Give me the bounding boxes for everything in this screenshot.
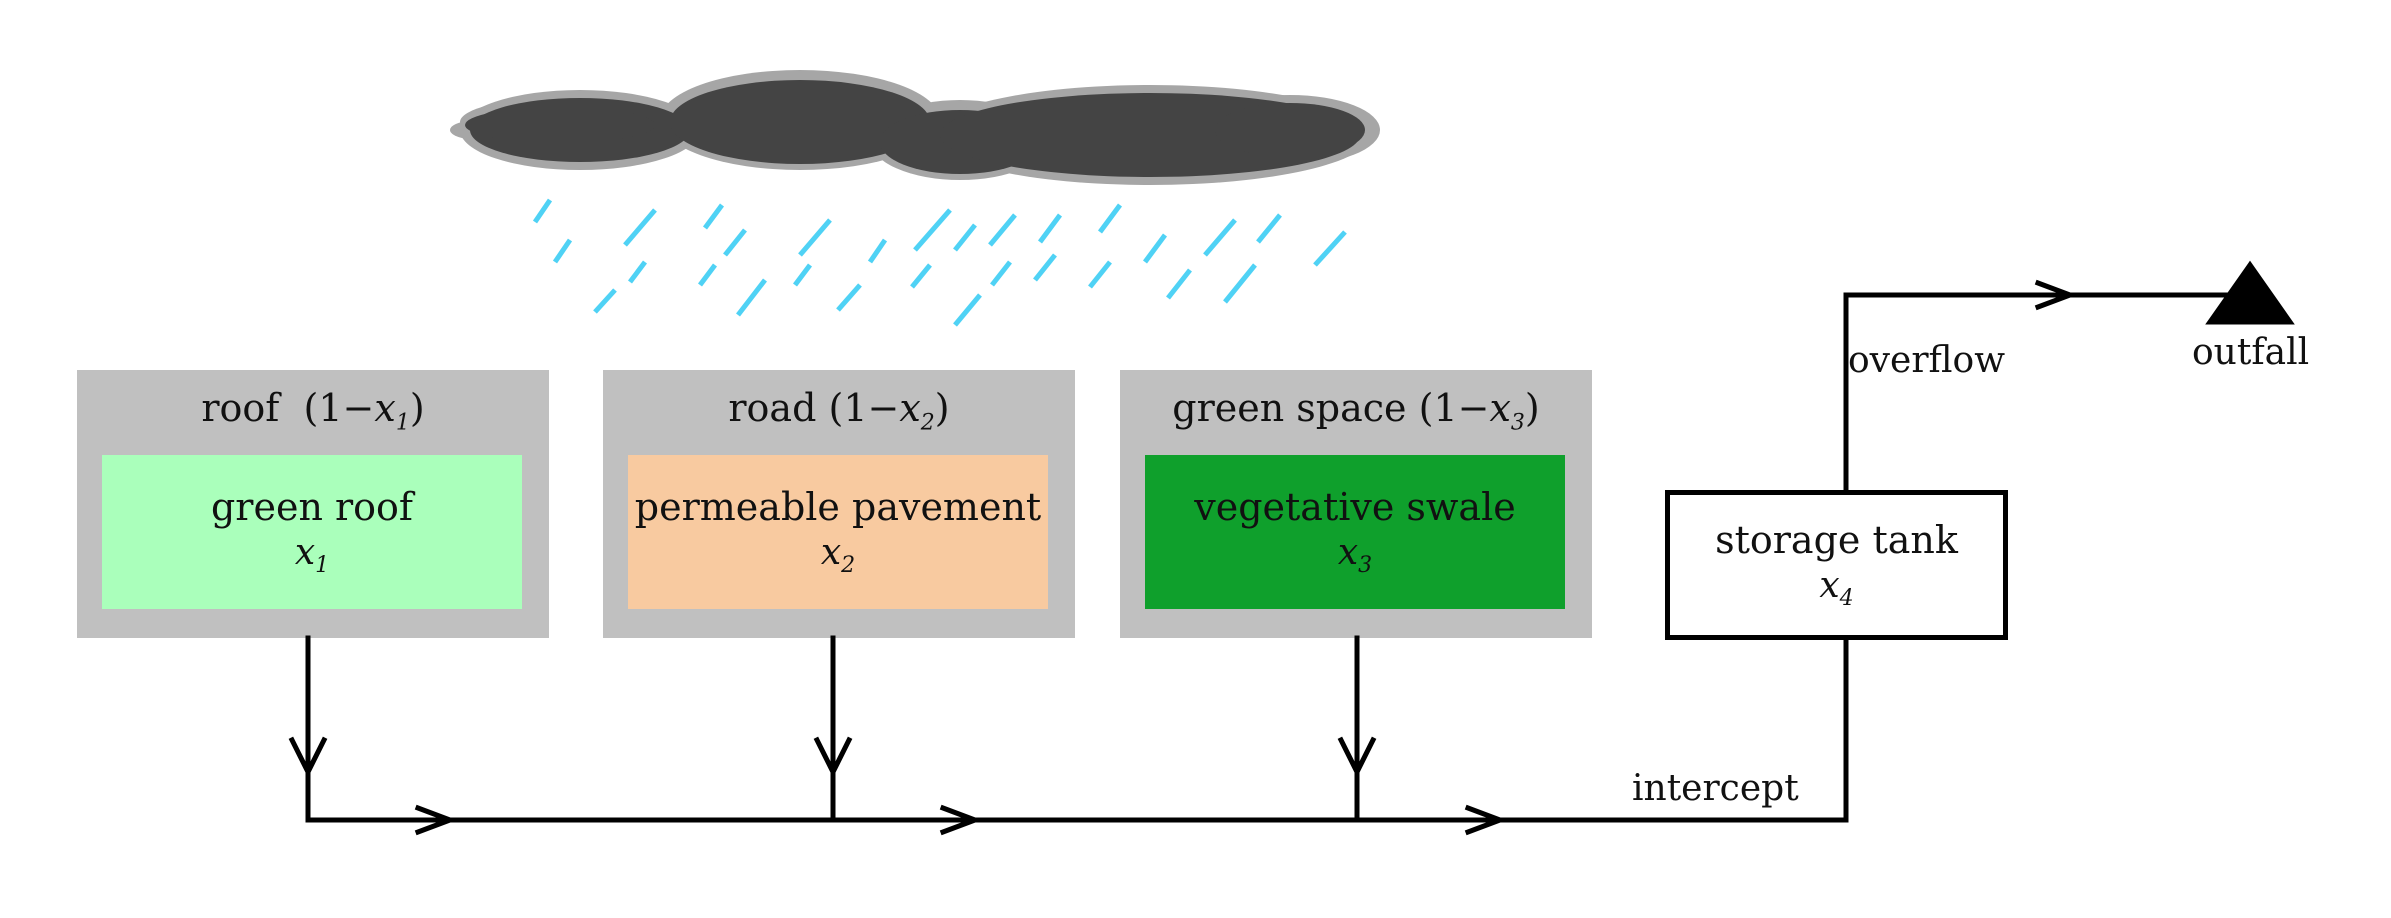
overflow-arrow-icon xyxy=(2034,279,2078,311)
cloud-icon xyxy=(450,70,1380,185)
permeable-pavement-box: permeable pavement x2 xyxy=(628,455,1048,609)
outfall-icon xyxy=(2205,260,2295,325)
green-roof-var-letter: x xyxy=(294,531,316,573)
storage-tank-var-sub: 4 xyxy=(1839,585,1854,611)
green-space-title-var: x xyxy=(1489,386,1511,430)
green-space-title: green space (1−x3) xyxy=(1120,386,1592,436)
road-title-suffix: ) xyxy=(934,386,950,430)
collector-arrow-3-icon xyxy=(1464,804,1508,836)
storage-tank-var: x4 xyxy=(1819,564,1853,613)
road-title-label: road xyxy=(728,386,817,430)
roof-down-arrow-icon xyxy=(288,736,328,778)
green-space-title-suffix: ) xyxy=(1524,386,1540,430)
road-title-var: x xyxy=(899,386,921,430)
roof-title-suffix: ) xyxy=(409,386,425,430)
green-space-box: green space (1−x3) vegetative swale x3 xyxy=(1120,370,1592,638)
overflow-label: overflow xyxy=(1848,340,2006,381)
roof-box: roof (1−x1) green roof x1 xyxy=(77,370,549,638)
roof-title-var: x xyxy=(374,386,396,430)
green-space-title-label: green space xyxy=(1172,386,1407,430)
storage-tank-var-letter: x xyxy=(1819,564,1840,606)
permeable-pavement-var-letter: x xyxy=(820,531,842,573)
roof-title-sub: 1 xyxy=(395,410,410,436)
roof-title-prefix: (1− xyxy=(303,386,375,430)
permeable-pavement-label: permeable pavement xyxy=(634,484,1042,529)
vegetative-swale-var-letter: x xyxy=(1337,531,1359,573)
green-roof-var: x1 xyxy=(295,531,329,580)
permeable-pavement-var-sub: 2 xyxy=(841,552,856,578)
road-box: road (1−x2) permeable pavement x2 xyxy=(603,370,1075,638)
road-title: road (1−x2) xyxy=(603,386,1075,436)
vegetative-swale-label: vegetative swale xyxy=(1194,484,1516,529)
intercept-label: intercept xyxy=(1632,768,1799,809)
vegetative-swale-var-sub: 3 xyxy=(1358,552,1373,578)
collector-arrow-2-icon xyxy=(939,804,983,836)
road-down-arrow-icon xyxy=(813,736,853,778)
road-title-prefix: (1− xyxy=(828,386,900,430)
vegetative-swale-box: vegetative swale x3 xyxy=(1145,455,1565,609)
collector-arrow-1-icon xyxy=(414,804,458,836)
vegetative-swale-var: x3 xyxy=(1338,531,1372,580)
storage-tank-label: storage tank xyxy=(1715,517,1958,562)
green-space-title-prefix: (1− xyxy=(1418,386,1490,430)
green-space-down-arrow-icon xyxy=(1337,736,1377,778)
road-title-sub: 2 xyxy=(920,410,935,436)
storage-tank-box: storage tank x4 xyxy=(1665,490,2008,640)
roof-title-label: roof xyxy=(201,386,280,430)
green-space-title-sub: 3 xyxy=(1510,410,1525,436)
green-roof-box: green roof x1 xyxy=(102,455,522,609)
green-roof-label: green roof xyxy=(210,484,413,529)
roof-title: roof (1−x1) xyxy=(77,386,549,436)
outfall-label: outfall xyxy=(2192,332,2310,373)
green-roof-var-sub: 1 xyxy=(315,552,330,578)
permeable-pavement-var: x2 xyxy=(821,531,855,580)
rain-icon xyxy=(532,198,1347,327)
